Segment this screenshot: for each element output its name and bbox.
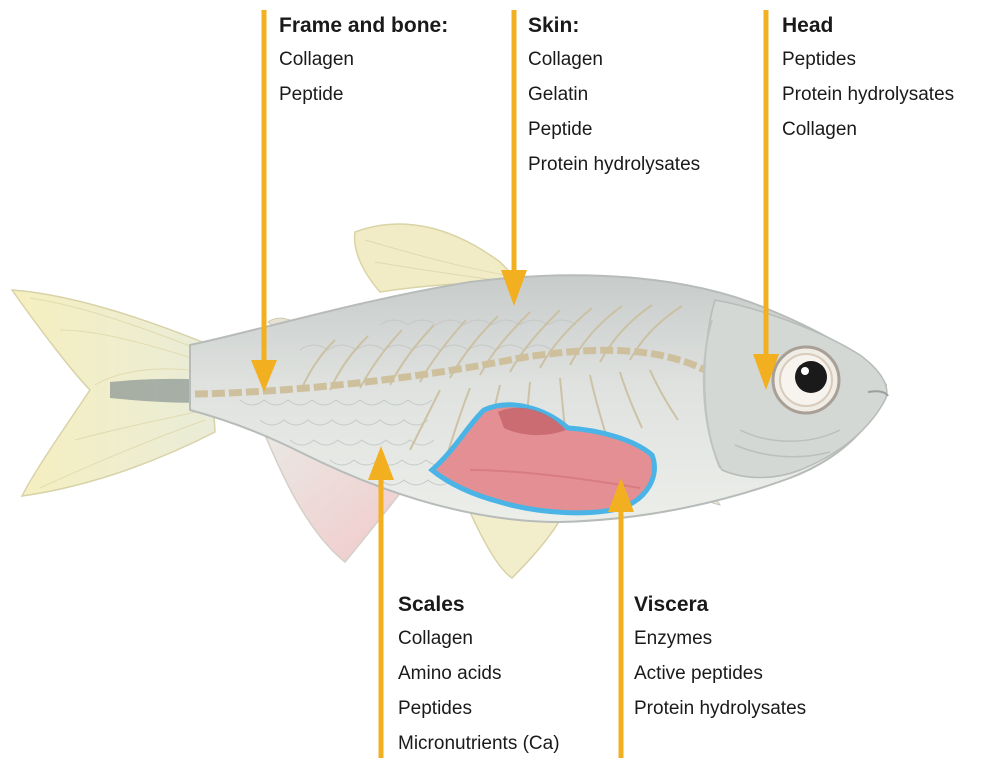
scales-item: Micronutrients (Ca) xyxy=(398,732,560,756)
skin-title: Skin: xyxy=(528,13,700,39)
skin-item: Protein hydrolysates xyxy=(528,153,700,177)
skin-item: Collagen xyxy=(528,48,700,72)
scales-label: Scales Collagen Amino acids Peptides Mic… xyxy=(398,592,560,760)
scales-item: Peptides xyxy=(398,697,560,721)
scales-item: Amino acids xyxy=(398,662,560,686)
viscera-item: Active peptides xyxy=(634,662,806,686)
frame-and-bone-label: Frame and bone: Collagen Peptide xyxy=(279,13,448,118)
head-item: Peptides xyxy=(782,48,954,72)
skin-label: Skin: Collagen Gelatin Peptide Protein h… xyxy=(528,13,700,188)
skin-item: Gelatin xyxy=(528,83,700,107)
viscera-title: Viscera xyxy=(634,592,806,618)
head-label: Head Peptides Protein hydrolysates Colla… xyxy=(782,13,954,153)
frame-and-bone-title: Frame and bone: xyxy=(279,13,448,39)
frame-and-bone-item: Peptide xyxy=(279,83,448,107)
viscera-item: Protein hydrolysates xyxy=(634,697,806,721)
scales-item: Collagen xyxy=(398,627,560,651)
scales-title: Scales xyxy=(398,592,560,618)
head-title: Head xyxy=(782,13,954,39)
head-item: Collagen xyxy=(782,118,954,142)
viscera-item: Enzymes xyxy=(634,627,806,651)
head-item: Protein hydrolysates xyxy=(782,83,954,107)
viscera-label: Viscera Enzymes Active peptides Protein … xyxy=(634,592,806,732)
skin-item: Peptide xyxy=(528,118,700,142)
frame-and-bone-item: Collagen xyxy=(279,48,448,72)
